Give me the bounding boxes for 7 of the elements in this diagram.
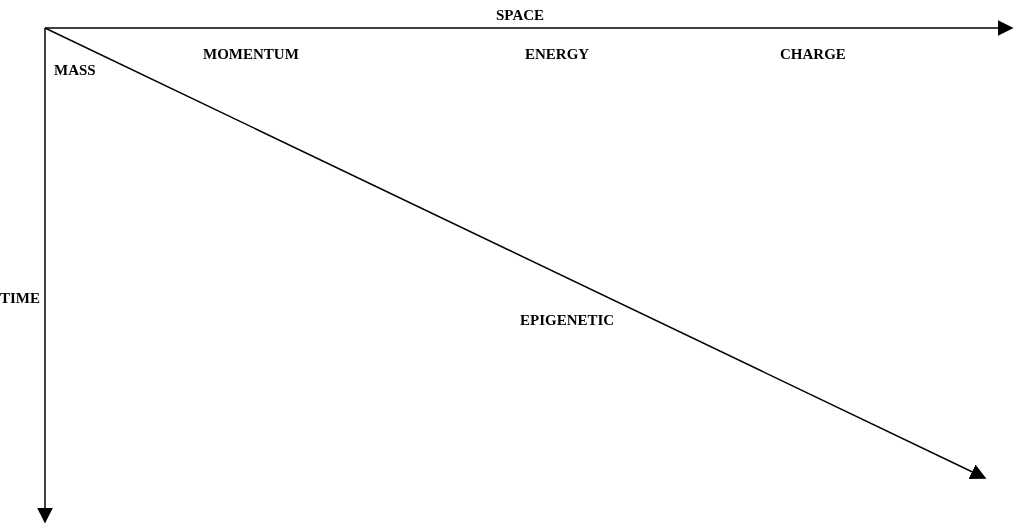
axis-label: SPACE bbox=[496, 7, 545, 24]
axis-label: MASS bbox=[54, 62, 96, 79]
axis-label: TIME bbox=[0, 290, 40, 307]
axis-label: ENERGY bbox=[525, 46, 590, 63]
axis-label: CHARGE bbox=[780, 46, 846, 63]
axis-label: MOMENTUM bbox=[203, 46, 299, 63]
axis-label: EPIGENETIC bbox=[520, 312, 615, 329]
